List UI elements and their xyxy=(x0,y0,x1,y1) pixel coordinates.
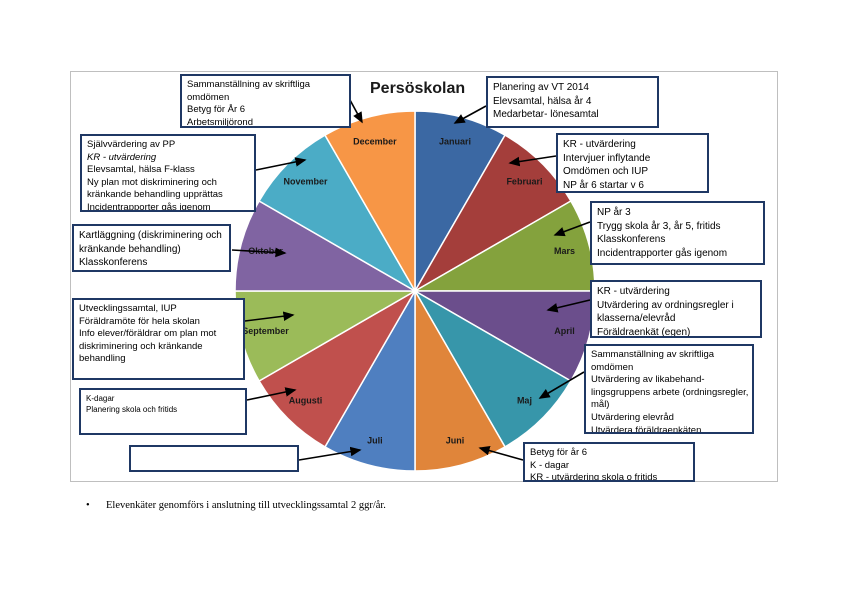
note-line: NP år 3 xyxy=(597,207,631,218)
note-line: K - dagar xyxy=(530,459,570,471)
note-line: Utvärdera föräldraenkäten xyxy=(591,424,702,434)
note-april: KR - utvärdering Utvärdering av ordnings… xyxy=(590,280,762,338)
note-line: Föräldraenkät (egen) xyxy=(597,326,691,338)
bullet-icon: • xyxy=(86,500,90,511)
note-line: Elevsamtal, hälsa år 4 xyxy=(493,95,592,107)
note-line: Klasskonferens xyxy=(79,257,148,268)
slice-label-juli: Juli xyxy=(367,436,383,446)
note-november: Självvärdering av PP KR - utvärdering El… xyxy=(80,134,256,212)
slice-label-januari: Januari xyxy=(439,136,471,146)
slice-label-maj: Maj xyxy=(517,395,532,405)
note-line: Betyg för År 6 xyxy=(187,104,246,116)
pie-slice-oktober xyxy=(234,199,418,292)
arrow-connector xyxy=(349,99,363,124)
note-line: NP år 6 startar v 6 xyxy=(563,179,644,191)
slice-label-februari: Februari xyxy=(506,177,542,187)
slice-label-december: December xyxy=(353,136,397,146)
arrow-connector xyxy=(453,105,487,124)
note-line: mål) xyxy=(591,399,610,411)
pie-slice-juni xyxy=(414,288,507,472)
note-line: Incidentrapporter gås igenom xyxy=(87,201,211,212)
slice-label-oktober: Oktober xyxy=(248,246,283,256)
note-line: Incidentrapporter gås igenom xyxy=(597,247,728,259)
note-july xyxy=(129,445,299,472)
note-line: behandling xyxy=(79,353,126,365)
note-line: kränkande behandling) xyxy=(79,243,181,255)
note-june: Betyg för år 6 K - dagar KR - utvärderin… xyxy=(523,442,695,482)
note-line: Utvecklingssamtal, IUP xyxy=(79,303,177,314)
arrow-connector xyxy=(546,299,591,313)
arrow-connector xyxy=(255,157,307,171)
note-december: Sammanställning av skriftliga omdömen Be… xyxy=(180,74,351,128)
note-october: Kartläggning (diskriminering och kränkan… xyxy=(72,224,231,272)
slice-label-april: April xyxy=(554,326,575,336)
note-line: Betyg för år 6 xyxy=(530,447,588,458)
pie-slice-december xyxy=(323,110,416,294)
note-line: Ny plan mot diskriminering och xyxy=(87,176,217,188)
slice-label-november: November xyxy=(284,177,329,187)
note-line: Kartläggning (diskriminering och xyxy=(79,230,222,241)
note-january: Planering av VT 2014 Elevsamtal, hälsa å… xyxy=(486,76,659,128)
note-line: KR - utvärdering xyxy=(597,286,670,297)
footnote-text: Elevenkäter genomförs i anslutning till … xyxy=(106,500,386,511)
arrow-connector xyxy=(538,371,585,399)
arrow-connector xyxy=(553,221,591,237)
note-line: diskriminering och kränkande xyxy=(79,340,203,352)
footnote: • Elevenkäter genomförs i anslutning till… xyxy=(86,500,386,511)
slice-label-juni: Juni xyxy=(446,436,465,446)
note-line: lingsgruppens arbete (ordningsregler, xyxy=(591,386,749,398)
note-line: Utvärdering av ordningsregler i xyxy=(597,299,734,311)
note-line: Arbetsmiljörond xyxy=(187,116,253,128)
note-february: KR - utvärdering Intervjuer inflytande O… xyxy=(556,133,709,193)
note-line: Planering skola och fritids xyxy=(86,405,178,414)
note-march: NP år 3 Trygg skola år 3, år 5, fritids … xyxy=(590,201,765,265)
arrow-connector xyxy=(508,155,557,167)
note-line: Trygg skola år 3, år 5, fritids xyxy=(597,220,721,232)
note-september: Utvecklingssamtal, IUP Föräldramöte för … xyxy=(72,298,245,380)
note-line: klasserna/elevråd xyxy=(597,313,676,324)
note-line: Sammanställning av skriftliga xyxy=(187,79,311,90)
note-line: Medarbetar- lönesamtal xyxy=(493,109,599,120)
note-line: Utvärdering elevråd xyxy=(591,411,674,423)
note-line: Klasskonferens xyxy=(597,234,666,245)
note-line: KR - utvärdering skola o fritids xyxy=(530,472,658,482)
pie-slice-februari xyxy=(412,134,572,294)
pie-slice-augusti xyxy=(258,288,418,448)
arrow-connector xyxy=(244,311,295,322)
note-line: omdömen xyxy=(187,91,230,103)
note-line: Planering av VT 2014 xyxy=(493,82,589,93)
arrow-connector xyxy=(478,445,524,461)
arrow-connector xyxy=(246,387,297,401)
note-august: K-dagar Planering skola och fritids xyxy=(79,388,247,435)
note-line: KR - utvärdering xyxy=(563,139,636,150)
pie-slice-juli xyxy=(323,288,416,472)
note-line: Intervjuer inflytande xyxy=(563,152,651,164)
note-line: omdömen xyxy=(591,361,634,373)
note-line: Sammanställning av skriftliga xyxy=(591,349,715,360)
slice-label-augusti: Augusti xyxy=(289,395,323,405)
note-may: Sammanställning av skriftliga omdömen Ut… xyxy=(584,344,754,434)
note-line: Utvärdering av likabehand- xyxy=(591,374,705,386)
note-line: KR - utvärdering xyxy=(87,151,157,163)
pie-slice-maj xyxy=(412,288,572,448)
note-line: kränkande behandling upprättas xyxy=(87,189,223,201)
slice-label-september: September xyxy=(242,326,289,336)
arrow-connector xyxy=(231,247,287,258)
note-line: Elevsamtal, hälsa F-klass xyxy=(87,164,195,176)
note-line: Omdömen och IUP xyxy=(563,166,649,177)
note-line: Föräldramöte för hela skolan xyxy=(79,315,200,327)
note-line: Info elever/föräldrar om plan mot xyxy=(79,328,217,340)
chart-title: Persöskolan xyxy=(370,80,466,97)
note-line: Självvärdering av PP xyxy=(87,139,176,150)
arrow-connector xyxy=(298,446,362,461)
slice-label-mars: Mars xyxy=(554,246,575,256)
note-line: K-dagar xyxy=(86,394,115,403)
